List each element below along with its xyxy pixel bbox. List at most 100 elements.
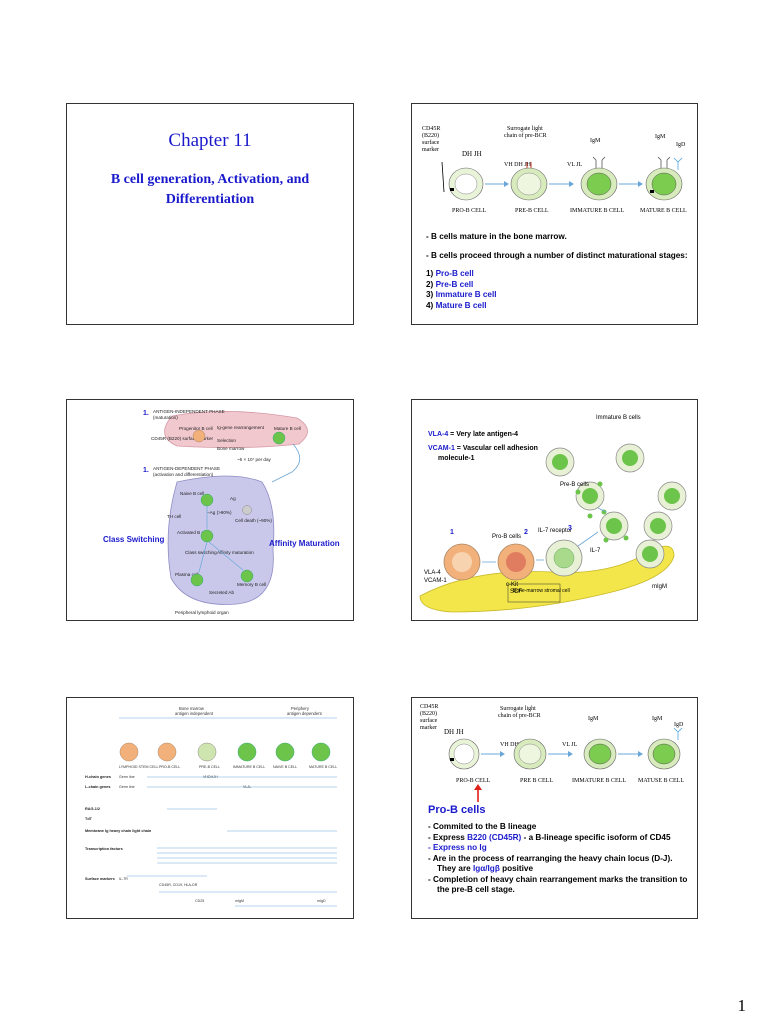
stage-label-immature: IMMATURE B CELL xyxy=(572,778,626,784)
memory-label: Memory B cell xyxy=(237,582,266,587)
immature-label: Immature B cells xyxy=(596,415,641,421)
cell-pro-b xyxy=(448,738,480,770)
phase1-number: 1. xyxy=(143,410,149,417)
class-switching-callout: Class Switching xyxy=(103,535,164,544)
cell-mature-b xyxy=(647,727,683,770)
phase1-sub: (maturation) xyxy=(153,415,178,420)
igm-label-2: IgM xyxy=(655,134,666,140)
slide-phases: 1. ANTIGEN-INDEPENDENT PHASE (maturation… xyxy=(66,399,354,621)
list-item: 2) Pre-B cell xyxy=(426,279,474,289)
svg-text:Germ line: Germ line xyxy=(119,775,135,779)
svg-text:mIgM: mIgM xyxy=(235,899,244,903)
igm-label: IgM xyxy=(590,138,601,144)
list-item: the pre-B cell stage. xyxy=(437,885,515,894)
gene-dj: DH JH xyxy=(462,150,482,158)
row-label: H-chain genes xyxy=(85,775,111,779)
vcam1-label: VCAM-1 xyxy=(424,578,447,584)
cell-stage-1 xyxy=(443,543,481,581)
gene-vj: VL JL xyxy=(567,162,583,168)
activated-label: Activated B cell xyxy=(177,530,208,535)
naive-label: Naive B cell xyxy=(180,491,204,496)
cell-immature-b xyxy=(580,156,618,201)
gene-dj: DH JH xyxy=(444,728,464,736)
row-label: TdT xyxy=(85,817,93,821)
list-item: - Completion of heavy chain rearrangemen… xyxy=(428,874,688,884)
stage-label-immature: IMMATURE B CELL xyxy=(570,208,624,214)
stage-list: 1) Pro-B cell 2) Pre-B cell 3) Immature … xyxy=(426,269,497,311)
stromal-label: Bone-marrow stromal cell xyxy=(513,588,570,594)
list-item: They are Igα/Igβ positive xyxy=(437,864,534,873)
svg-text:IL-7R: IL-7R xyxy=(119,877,128,881)
slide-title: Chapter 11 B cell generation, Activation… xyxy=(66,103,354,325)
selection-label: Selection xyxy=(217,438,236,443)
cd45r-label: CD45R (B220) surface marker xyxy=(151,436,214,441)
vla4-label: VLA-4 xyxy=(424,570,441,576)
stage-label: PRO-B CELL xyxy=(159,765,180,769)
chapter-title: Chapter 11 xyxy=(168,130,252,151)
step-number-2: 2 xyxy=(524,529,528,536)
peripheral-label: Peripheral lymphoid organ xyxy=(175,610,229,615)
stage-label: MATURE B CELL xyxy=(309,765,337,769)
red-arrow-icon xyxy=(474,784,482,802)
vcam1-definition: VCAM-1 = Vascular cell adhesion xyxy=(428,445,538,452)
stage-label-pro-b: PRO-B CELL xyxy=(452,208,487,214)
list-item: - Are in the process of rearranging the … xyxy=(428,853,673,863)
cell-immature-b xyxy=(583,738,617,770)
list-item: 4) Mature B cell xyxy=(426,300,487,310)
bm-label: Bone marrow xyxy=(179,706,205,711)
row-label: Membrane Ig heavy chain light chain xyxy=(85,829,152,833)
ag-minus-label: −Ag (>90%) xyxy=(207,510,232,515)
progenitor-label: Progenitor B cell xyxy=(179,426,213,431)
igm-label: IgM xyxy=(588,716,599,722)
phase1-label: ANTIGEN-INDEPENDENT PHASE xyxy=(153,409,225,414)
bullet-stages: - B cells proceed through a number of di… xyxy=(426,251,688,260)
stage-label: IMMATURE B CELL xyxy=(233,765,265,769)
class-switch-label: Class switching xyxy=(185,550,217,555)
chapter-subtitle: B cell generation, Activation, and Diffe… xyxy=(110,172,310,207)
row-label: L-chain genes xyxy=(85,785,111,789)
igd-label: IgD xyxy=(674,722,684,728)
ag-label: Ag xyxy=(230,496,236,501)
vla4-definition: VLA-4 = Very late antigen-4 xyxy=(428,431,518,438)
svg-text:CD25: CD25 xyxy=(195,899,204,903)
cell-death-label: Cell death (~90%) xyxy=(235,518,272,523)
step-number-1: 1 xyxy=(450,529,454,536)
vcam1-definition-2: molecule-1 xyxy=(438,455,475,462)
pro-b-bullets: - Commited to the B lineage - Express B2… xyxy=(428,822,687,896)
cell-pre-b xyxy=(513,738,547,770)
bone-marrow-label: Bone marrow xyxy=(217,446,245,451)
affinity-maturation-callout: Affinity Maturation xyxy=(269,539,340,548)
stromal-diagram: VLA-4 = Very late antigen-4 VCAM-1 = Vas… xyxy=(419,415,687,613)
phase2-label: ANTIGEN-DEPENDENT PHASE xyxy=(153,466,220,471)
stage-cells xyxy=(119,742,331,762)
svg-text:CD45R, CD19, HLA-DR: CD45R, CD19, HLA-DR xyxy=(159,883,198,887)
periphery-sub: antigen dependent xyxy=(287,711,323,716)
gene-vj: VL JL xyxy=(562,742,578,748)
il7-label: IL-7 xyxy=(590,548,601,554)
gene-vdj: VH DH JH xyxy=(504,162,532,168)
bm-sub: antigen independent xyxy=(175,711,214,716)
gene-vdj: VH DH JH xyxy=(500,742,528,748)
cell-pre-b xyxy=(510,162,548,201)
pre-b-label: Pre-B cells xyxy=(560,482,589,488)
ckit-label: c-Kit xyxy=(506,582,518,588)
stage-label: NAIVE B CELL xyxy=(273,765,297,769)
igd-label: IgD xyxy=(676,142,686,148)
per-day-label: ~5 × 10⁷ per day xyxy=(237,457,272,462)
plasma-label: Plasma cell xyxy=(175,572,199,577)
ig-gene-label: Ig-gene rearrangement xyxy=(217,425,265,430)
igm-label-2: IgM xyxy=(652,716,663,722)
row-label: Transcription factors xyxy=(85,847,123,851)
mature-label: Mature B cell xyxy=(274,426,301,431)
row-label: Surface markers xyxy=(85,877,115,881)
cell-pro-b xyxy=(448,167,484,201)
step-number-3: 3 xyxy=(568,525,572,532)
list-item: - Express no Ig xyxy=(428,843,487,852)
pre-b-cluster xyxy=(545,443,687,569)
